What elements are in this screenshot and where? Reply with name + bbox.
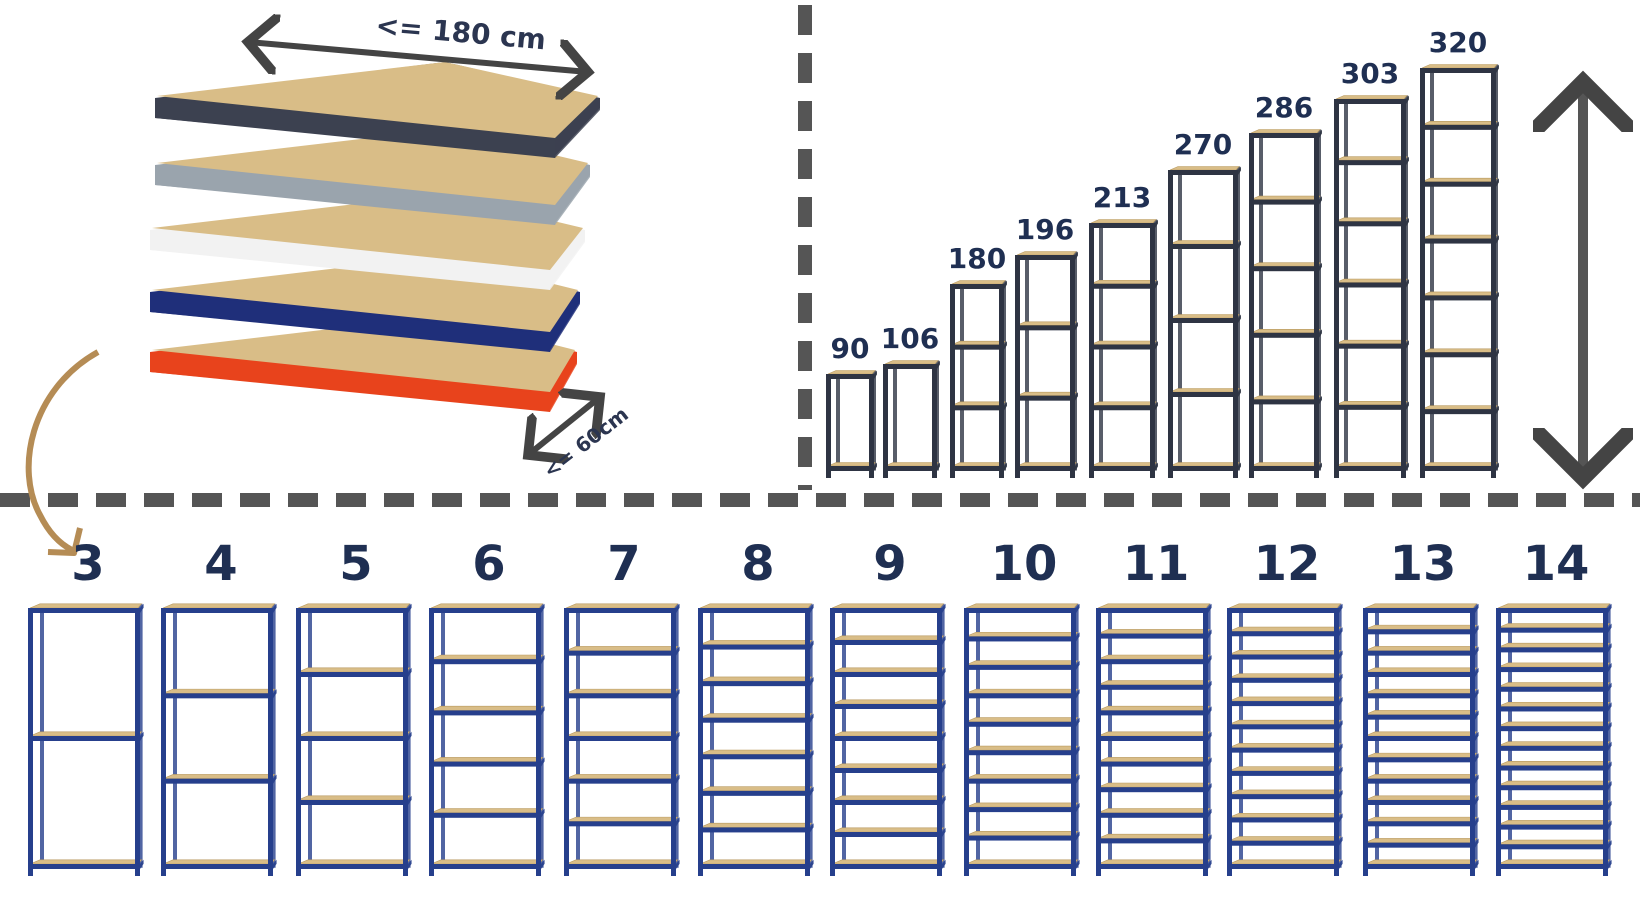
height-unit — [950, 280, 1007, 478]
shelf-count-unit — [429, 603, 545, 876]
height-label: 180 — [948, 242, 1006, 275]
shelf-count-label: 14 — [1523, 536, 1590, 592]
shelf-count-option-9: 9 — [830, 536, 946, 876]
shelf-count-option-11: 11 — [1096, 536, 1212, 876]
height-option-106: 106 — [881, 322, 940, 478]
height-label: 320 — [1429, 26, 1487, 59]
shelf-count-unit — [964, 603, 1080, 876]
shelf-count-unit — [564, 603, 680, 876]
height-label: 196 — [1016, 213, 1074, 246]
height-unit — [1089, 219, 1158, 478]
shelf-count-option-14: 14 — [1496, 536, 1612, 876]
shelf-count-option-10: 10 — [964, 536, 1080, 876]
shelf-count-label: 13 — [1390, 536, 1457, 592]
height-option-286: 286 — [1249, 91, 1322, 478]
shelf-count-label: 6 — [472, 536, 505, 592]
height-unit — [1334, 95, 1409, 478]
shelf-count-label: 7 — [607, 536, 640, 592]
shelf-count-label: 10 — [991, 536, 1058, 592]
height-label: 106 — [881, 322, 939, 355]
height-options: 90 106 180 196 213 270 286 303 320 — [826, 26, 1499, 478]
shelf-count-unit — [1496, 603, 1612, 876]
shelf-count-unit — [296, 603, 412, 876]
height-option-213: 213 — [1089, 181, 1158, 478]
curved-arrow-head-icon — [47, 527, 83, 556]
shelf-count-label: 9 — [873, 536, 906, 592]
height-option-270: 270 — [1168, 128, 1241, 478]
height-option-303: 303 — [1334, 57, 1409, 478]
shelf-count-label: 4 — [204, 536, 237, 592]
height-unit — [1168, 166, 1241, 478]
shelf-count-option-4: 4 — [161, 536, 277, 876]
height-unit — [1420, 64, 1499, 478]
shelf-count-option-12: 12 — [1227, 536, 1343, 876]
height-option-180: 180 — [948, 242, 1007, 478]
shelf-count-option-6: 6 — [429, 536, 545, 876]
shelf-board-stack — [150, 62, 600, 412]
shelf-count-label: 3 — [71, 536, 104, 592]
shelf-count-option-5: 5 — [296, 536, 412, 876]
shelf-count-option-7: 7 — [564, 536, 680, 876]
depth-label: <= 60cm — [539, 402, 633, 483]
height-option-196: 196 — [1015, 213, 1078, 478]
shelf-count-option-8: 8 — [698, 536, 814, 876]
height-unit — [883, 360, 940, 478]
curved-arrow-icon — [25, 349, 100, 553]
shelf-count-option-13: 13 — [1363, 536, 1479, 876]
shelf-count-label: 11 — [1123, 536, 1190, 592]
height-option-320: 320 — [1420, 26, 1499, 478]
shelf-count-unit — [1096, 603, 1212, 876]
shelf-count-options: 3 4 5 6 7 8 9 10 11 12 13 14 — [28, 536, 1612, 876]
shelf-count-unit — [698, 603, 814, 876]
shelf-count-unit — [161, 603, 277, 876]
height-unit — [826, 370, 877, 478]
shelf-count-unit — [28, 603, 144, 876]
shelf-count-unit — [830, 603, 946, 876]
height-label: 303 — [1341, 57, 1399, 90]
shelf-count-unit — [1227, 603, 1343, 876]
length-label: <= 180 cm — [374, 9, 547, 57]
shelf-count-unit — [1363, 603, 1479, 876]
height-label: 213 — [1093, 181, 1151, 214]
height-label: 270 — [1174, 128, 1232, 161]
shelf-count-label: 5 — [339, 536, 372, 592]
length-dimension: <= 180 cm — [248, 9, 588, 72]
shelf-count-option-3: 3 — [28, 536, 144, 876]
height-option-90: 90 — [826, 332, 877, 478]
shelf-count-label: 8 — [741, 536, 774, 592]
height-label: 90 — [831, 332, 870, 365]
height-label: 286 — [1255, 91, 1313, 124]
height-unit — [1249, 129, 1322, 478]
height-unit — [1015, 251, 1078, 478]
shelf-count-label: 12 — [1254, 536, 1321, 592]
